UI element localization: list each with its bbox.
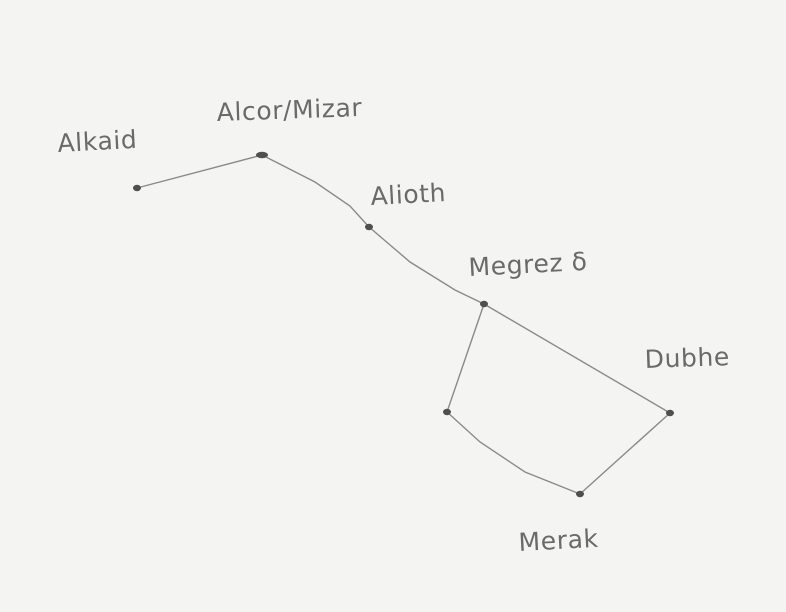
star-alcor-mizar [256,151,268,159]
star-label-dubhe: Dubhe [644,342,730,374]
edge-megrez-dubhe [483,303,671,414]
star-label-alkaid: Alkaid [57,125,138,158]
constellation-lines [136,154,671,495]
edge-alkaid-alcor-mizar [136,154,263,189]
star-alkaid [133,184,141,192]
edge-phecda-merak [446,411,581,495]
edge-alcor-mizar-alioth [261,154,370,228]
star-megrez [480,300,488,308]
constellation-stars [133,151,674,498]
star-phecda [443,408,451,416]
star-alioth [365,223,373,231]
star-label-alcor-mizar: Alcor/Mizar [216,93,363,127]
star-label-merak: Merak [518,524,599,557]
edge-alioth-megrez [368,226,485,305]
star-dubhe [666,409,674,417]
edge-megrez-phecda [446,303,485,413]
star-merak [576,490,584,498]
star-label-megrez: Megrez δ [468,247,588,282]
star-label-alioth: Alioth [370,178,447,211]
edge-merak-dubhe [579,412,671,495]
